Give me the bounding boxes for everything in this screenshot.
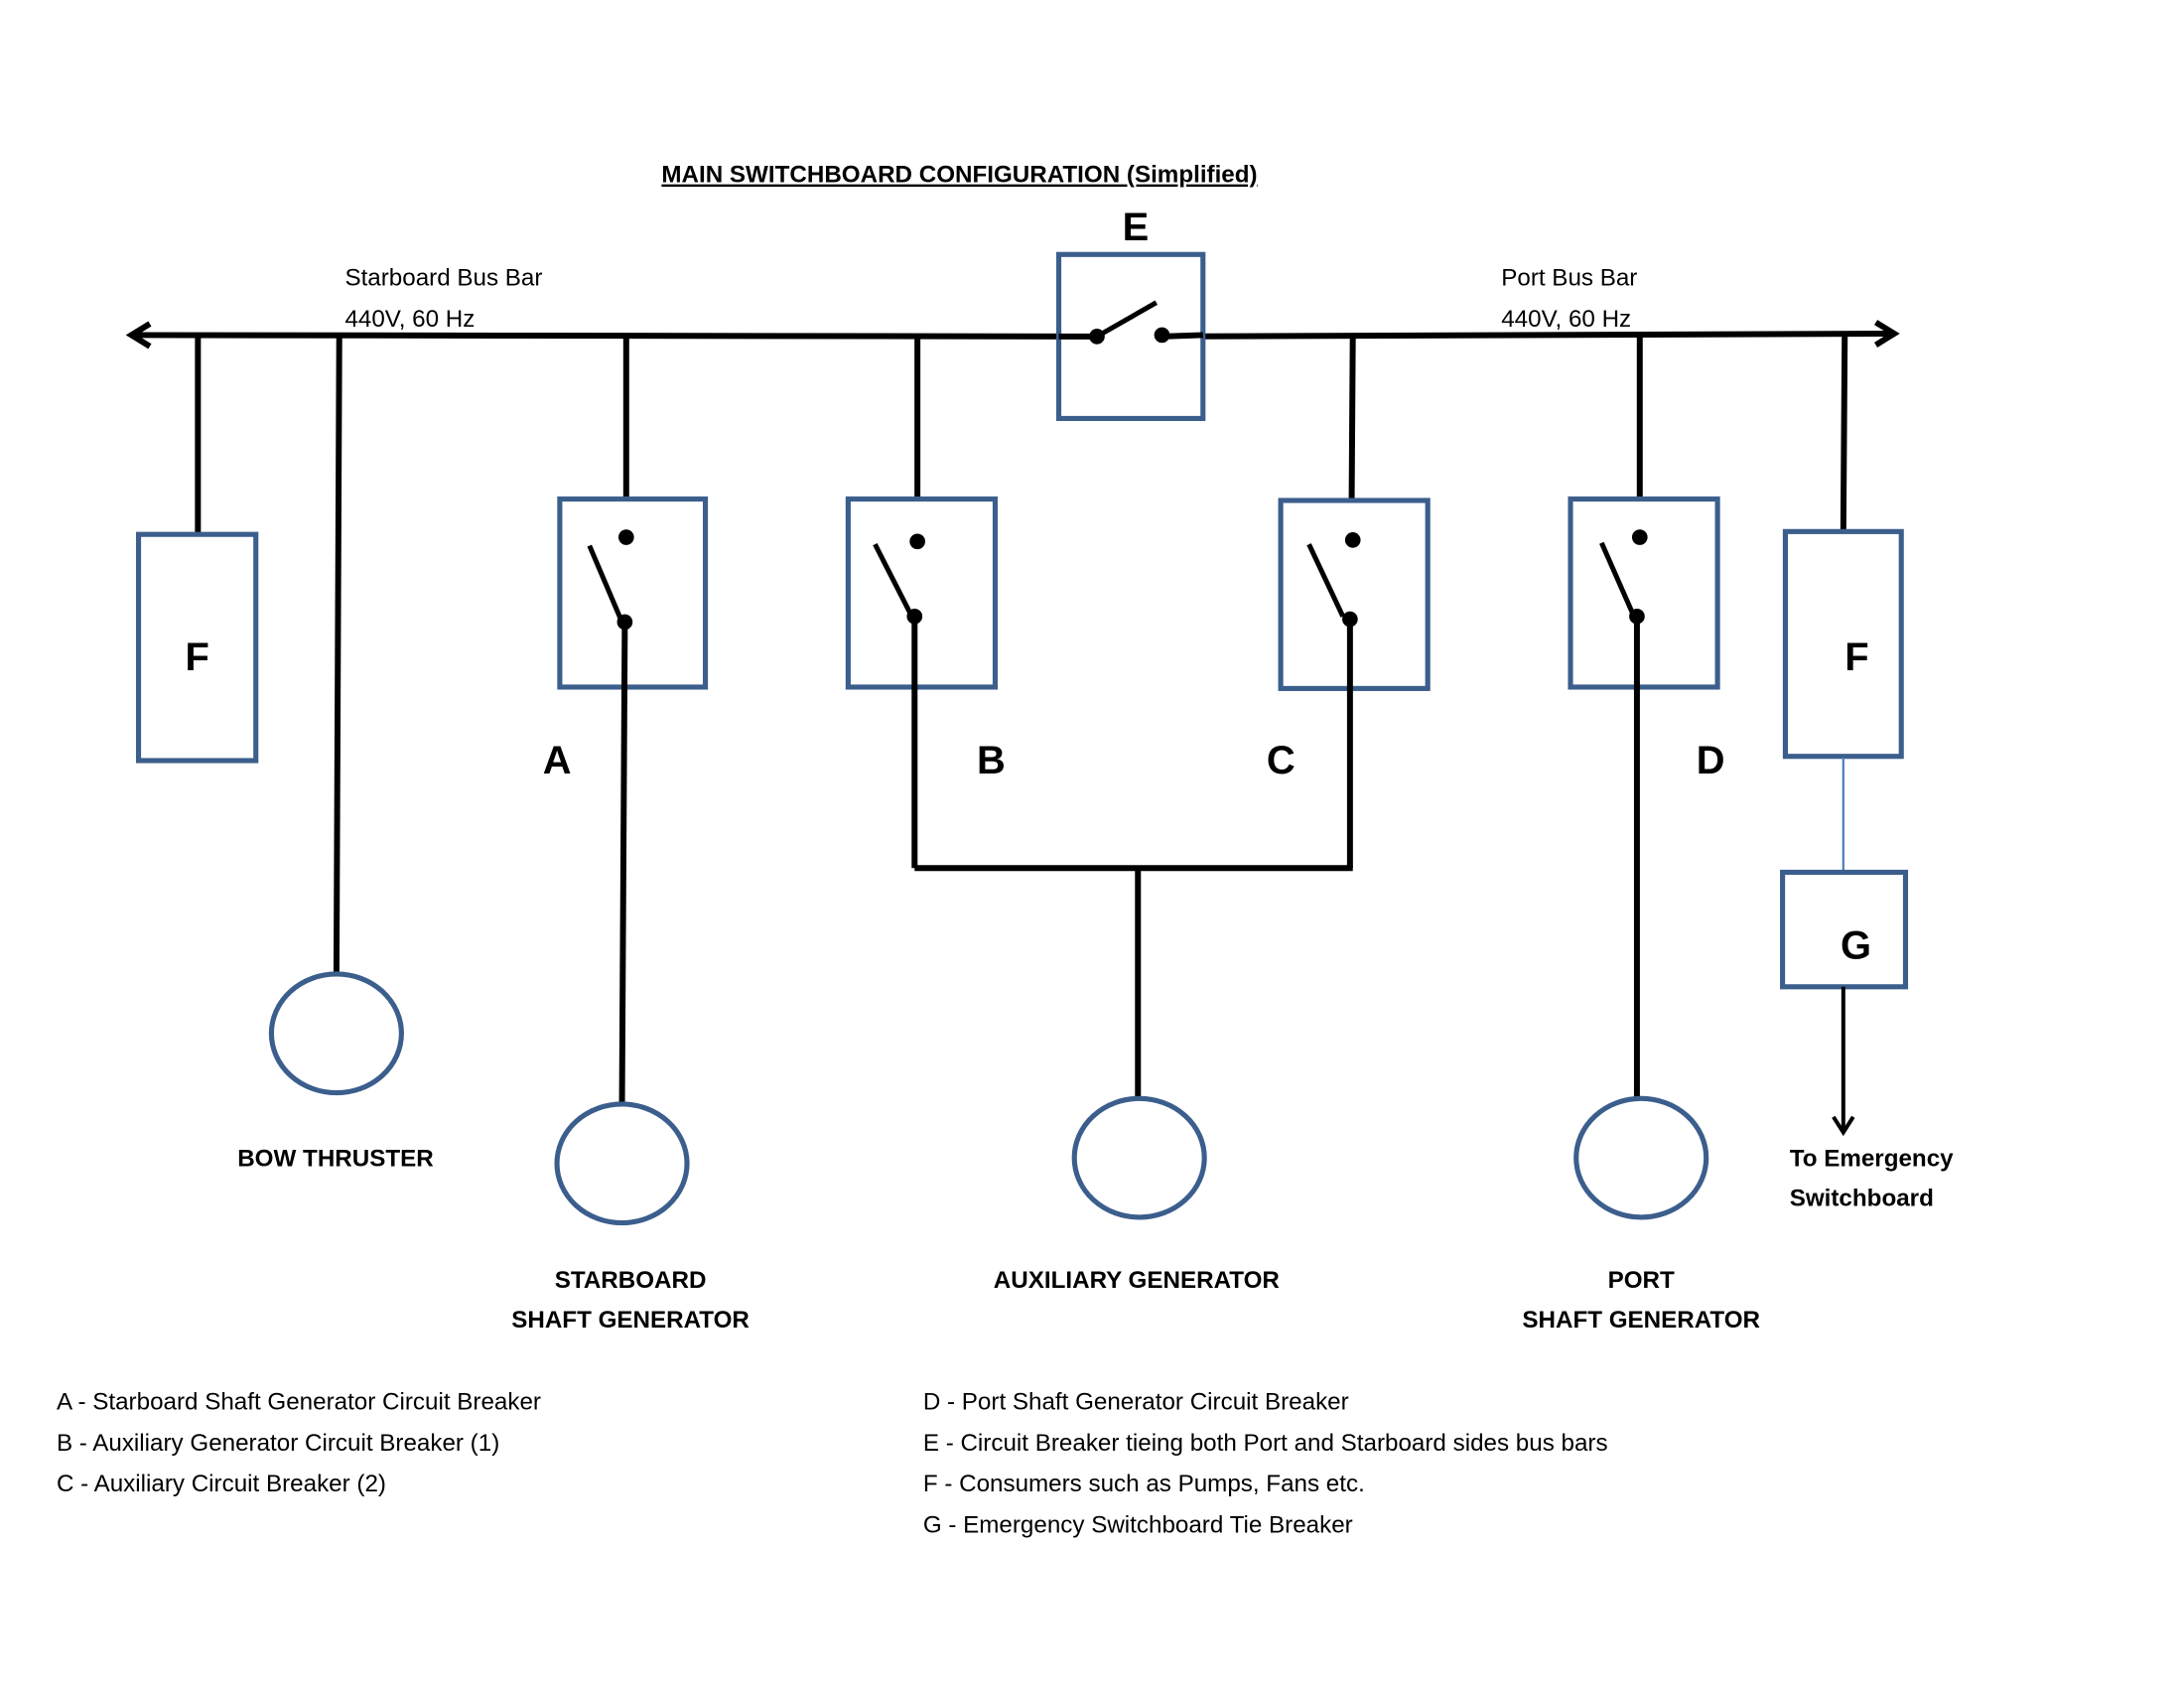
breaker-label-d: D [1697,739,1725,782]
emergency-label-1: To Emergency [1790,1146,1954,1173]
legend: A - Starboard Shaft Generator Circuit Br… [57,1389,1608,1539]
legend-item-e: E - Circuit Breaker tieing both Port and… [923,1430,1608,1457]
diagram-title: MAIN SWITCHBOARD CONFIGURATION (Simplifi… [661,162,1257,189]
breaker-a: A STARBOARD SHAFT GENERATOR [511,336,750,1334]
port-bus-bar [1161,320,1900,348]
starboard-shaft-generator [554,1101,690,1226]
consumer-label-f-right: F [1844,635,1868,679]
consumer-f-right: F [1782,333,1904,760]
consumer-f-left: F [135,335,259,764]
bow-thruster-motor [268,971,404,1096]
breaker-d: D PORT SHAFT GENERATOR [1522,334,1760,1334]
legend-item-c: C - Auxiliary Circuit Breaker (2) [57,1471,386,1497]
legend-item-b: B - Auxiliary Generator Circuit Breaker … [57,1430,499,1457]
starboard-gen-label-2: SHAFT GENERATOR [511,1307,750,1334]
right-arrow-icon [1874,320,1900,348]
legend-item-g: G - Emergency Switchboard Tie Breaker [923,1511,1353,1538]
starboard-bus-rating: 440V, 60 Hz [344,306,475,333]
port-gen-label-2: SHAFT GENERATOR [1522,1307,1760,1334]
auxiliary-generator: AUXILIARY GENERATOR [914,865,1353,1294]
port-shaft-generator [1573,1095,1709,1220]
legend-item-a: A - Starboard Shaft Generator Circuit Br… [57,1389,541,1416]
starboard-bus-bar [125,321,1097,350]
breaker-b: B [845,336,1006,869]
aux-gen-label: AUXILIARY GENERATOR [994,1267,1280,1294]
starboard-gen-label-1: STARBOARD [555,1267,707,1294]
port-bus-rating: 440V, 60 Hz [1501,306,1631,333]
bow-thruster: BOW THRUSTER [237,335,434,1173]
down-arrow-icon [1832,1115,1855,1137]
left-arrow-icon [125,321,152,350]
port-gen-label-1: PORT [1608,1267,1675,1294]
bow-thruster-label: BOW THRUSTER [237,1146,434,1173]
consumer-label-f-left: F [186,635,209,679]
starboard-bus-name: Starboard Bus Bar [344,265,542,292]
legend-item-d: D - Port Shaft Generator Circuit Breaker [923,1389,1349,1416]
auxiliary-generator-circle [1071,1095,1207,1220]
breaker-label-b: B [977,739,1006,782]
emergency-label-2: Switchboard [1790,1185,1934,1211]
emergency-tie-breaker-g: G [1780,869,1909,1137]
breaker-label-e: E [1123,206,1150,249]
port-bus-name: Port Bus Bar [1501,265,1637,292]
legend-item-f: F - Consumers such as Pumps, Fans etc. [923,1471,1365,1497]
breaker-label-g: G [1841,923,1871,967]
tie-breaker-e: E [1055,206,1206,422]
breaker-label-c: C [1267,739,1296,782]
breaker-c: C [1267,333,1431,869]
breaker-label-a: A [543,739,572,782]
